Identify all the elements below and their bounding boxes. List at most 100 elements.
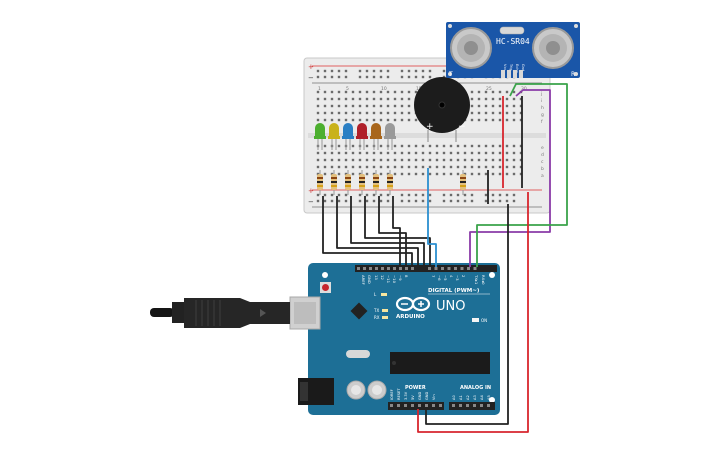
breadboard-hole — [316, 172, 320, 176]
breadboard-hole — [316, 104, 320, 108]
rail-hole — [337, 193, 341, 197]
rail-hole — [358, 199, 362, 203]
breadboard-hole — [365, 97, 369, 101]
pin-label-d3: ~3 — [455, 275, 460, 281]
pin-label-a2: A2 — [466, 395, 470, 400]
rail-minus-label-bottom: − — [308, 198, 314, 206]
rail-hole — [372, 75, 376, 79]
breadboard-hole — [407, 118, 411, 122]
breadboard-hole — [407, 111, 411, 115]
led — [328, 123, 340, 150]
breadboard-hole — [379, 151, 383, 155]
breadboard-hole — [456, 151, 460, 155]
breadboard-hole — [330, 90, 334, 94]
breadboard-hole — [337, 144, 341, 148]
breadboard-hole — [449, 144, 453, 148]
breadboard-hole — [393, 172, 397, 176]
arduino-uno-board[interactable]: AREF GND 13 12 ~11 ~10 ~9 8 7 ~6 ~5 4 ~3… — [289, 263, 500, 415]
breadboard-hole — [316, 158, 320, 162]
resistor — [359, 170, 365, 195]
pin-label-d9: ~9 — [398, 275, 403, 281]
rail-hole — [428, 199, 432, 203]
rail-hole — [365, 75, 369, 79]
breadboard-hole — [463, 144, 467, 148]
breadboard-hole — [477, 151, 481, 155]
led — [370, 123, 382, 150]
header-hole — [393, 267, 396, 270]
wire-5v-to-arduino — [417, 192, 529, 433]
pin-label-d12: 12 — [380, 275, 385, 280]
col-number-5: 5 — [346, 86, 349, 92]
breadboard-hole — [379, 172, 383, 176]
wire-led-6 — [392, 196, 401, 267]
rail-hole — [456, 199, 460, 203]
piezo-buzzer[interactable]: + − — [414, 77, 470, 142]
breadboard-hole — [414, 165, 418, 169]
breadboard-hole — [337, 104, 341, 108]
breadboard-hole — [512, 111, 516, 115]
breadboard-hole — [435, 165, 439, 169]
breadboard-hole — [358, 158, 362, 162]
pin-label-5v: 5V — [411, 395, 415, 400]
rail-hole — [323, 69, 327, 73]
rail-minus-label: − — [308, 74, 314, 82]
breadboard-hole — [386, 158, 390, 162]
rail-hole — [365, 69, 369, 73]
breadboard-hole — [365, 104, 369, 108]
row-letter-b: b — [541, 166, 544, 172]
breadboard-hole — [400, 158, 404, 162]
sensor-pin-echo-label: Echo — [515, 64, 519, 73]
breadboard-hole — [400, 104, 404, 108]
breadboard-hole — [337, 111, 341, 115]
breadboard-hole — [351, 165, 355, 169]
rail-hole — [365, 193, 369, 197]
breadboard-hole — [372, 151, 376, 155]
rail-hole — [330, 199, 334, 203]
breadboard-hole — [407, 104, 411, 108]
rx-led-label: RX — [374, 315, 380, 320]
buzzer-minus-label: − — [458, 122, 466, 132]
breadboard-hole — [505, 144, 509, 148]
breadboard-hole — [344, 104, 348, 108]
pin-label-reset: RESET — [397, 388, 401, 400]
col-number-15: 15 — [416, 86, 422, 92]
pin-label-a0: A0 — [452, 395, 456, 400]
reset-button[interactable] — [320, 282, 331, 293]
breadboard-hole — [512, 97, 516, 101]
breadboard-hole — [491, 151, 495, 155]
breadboard-hole — [498, 144, 502, 148]
rail-hole — [470, 193, 474, 197]
row-letter-j: j — [540, 91, 542, 97]
breadboard-hole — [330, 151, 334, 155]
row-letter-f: f — [541, 119, 543, 125]
breadboard-hole — [470, 118, 474, 122]
header-hole — [459, 404, 462, 407]
breadboard-hole — [435, 158, 439, 162]
breadboard-hole — [477, 144, 481, 148]
breadboard-hole — [477, 118, 481, 122]
tx-led-label: TX — [373, 308, 379, 313]
breadboard-hole — [337, 172, 341, 176]
col-number-1: 1 — [318, 86, 321, 92]
breadboard-hole — [393, 158, 397, 162]
rail-hole — [337, 75, 341, 79]
breadboard-hole — [421, 165, 425, 169]
analog-in-label: ANALOG IN — [460, 385, 491, 391]
header-hole — [434, 267, 438, 270]
breadboard-hole — [365, 90, 369, 94]
breadboard-hole — [323, 118, 327, 122]
wire-echo — [469, 89, 551, 267]
breadboard-hole — [484, 118, 488, 122]
breadboard-hole — [498, 104, 502, 108]
col-number-25: 25 — [486, 86, 492, 92]
breadboard-hole — [519, 97, 523, 101]
breadboard-hole — [505, 97, 509, 101]
ultrasonic-sensor[interactable]: HC-SR04 T R Vcc Trig Echo Gnd — [446, 22, 580, 78]
rail-hole — [358, 193, 362, 197]
rail-hole — [407, 75, 411, 79]
l-led-label: L — [374, 292, 377, 297]
rail-hole — [442, 199, 446, 203]
arduino-logo — [395, 296, 431, 312]
rail-plus-label: + — [308, 63, 314, 71]
breadboard-hole — [456, 165, 460, 169]
